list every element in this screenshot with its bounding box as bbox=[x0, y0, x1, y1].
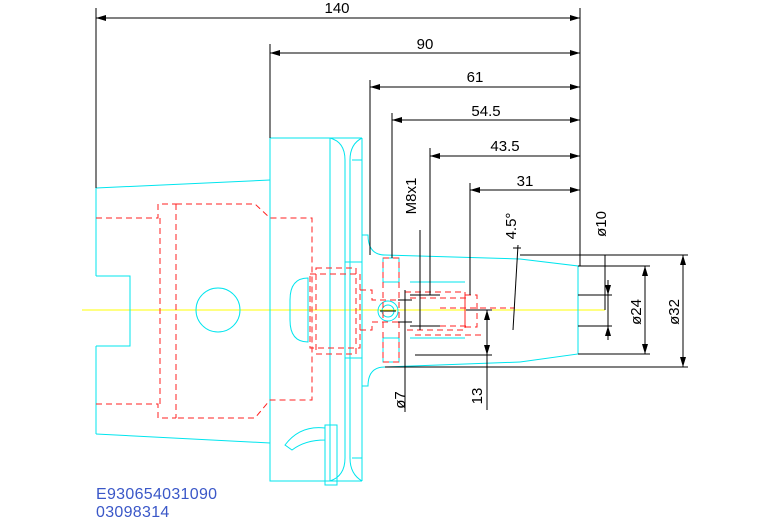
dim-dia-32: ø32 bbox=[666, 299, 683, 325]
dim-dia-24: ø24 bbox=[628, 299, 645, 325]
dim-length-43-5: 43.5 bbox=[490, 138, 519, 155]
dim-length-90: 90 bbox=[417, 36, 434, 53]
dim-taper-angle: 4.5° bbox=[503, 213, 520, 240]
hidden-lines bbox=[96, 203, 515, 419]
holder-outline bbox=[95, 137, 605, 486]
dim-length-31: 31 bbox=[517, 173, 534, 190]
dim-thread: M8x1 bbox=[403, 178, 420, 215]
dim-dia-7: ø7 bbox=[392, 391, 409, 409]
dim-length-61: 61 bbox=[467, 69, 484, 86]
dimension-arrows bbox=[96, 15, 686, 367]
dim-length-13: 13 bbox=[469, 388, 486, 405]
dim-length-54-5: 54.5 bbox=[471, 103, 500, 120]
order-code: 03098314 bbox=[96, 504, 170, 521]
dim-overall-length: 140 bbox=[324, 0, 349, 17]
dimension-lines bbox=[95, 8, 688, 412]
part-code: E930654031090 bbox=[96, 486, 218, 503]
dim-dia-10: ø10 bbox=[593, 211, 610, 237]
